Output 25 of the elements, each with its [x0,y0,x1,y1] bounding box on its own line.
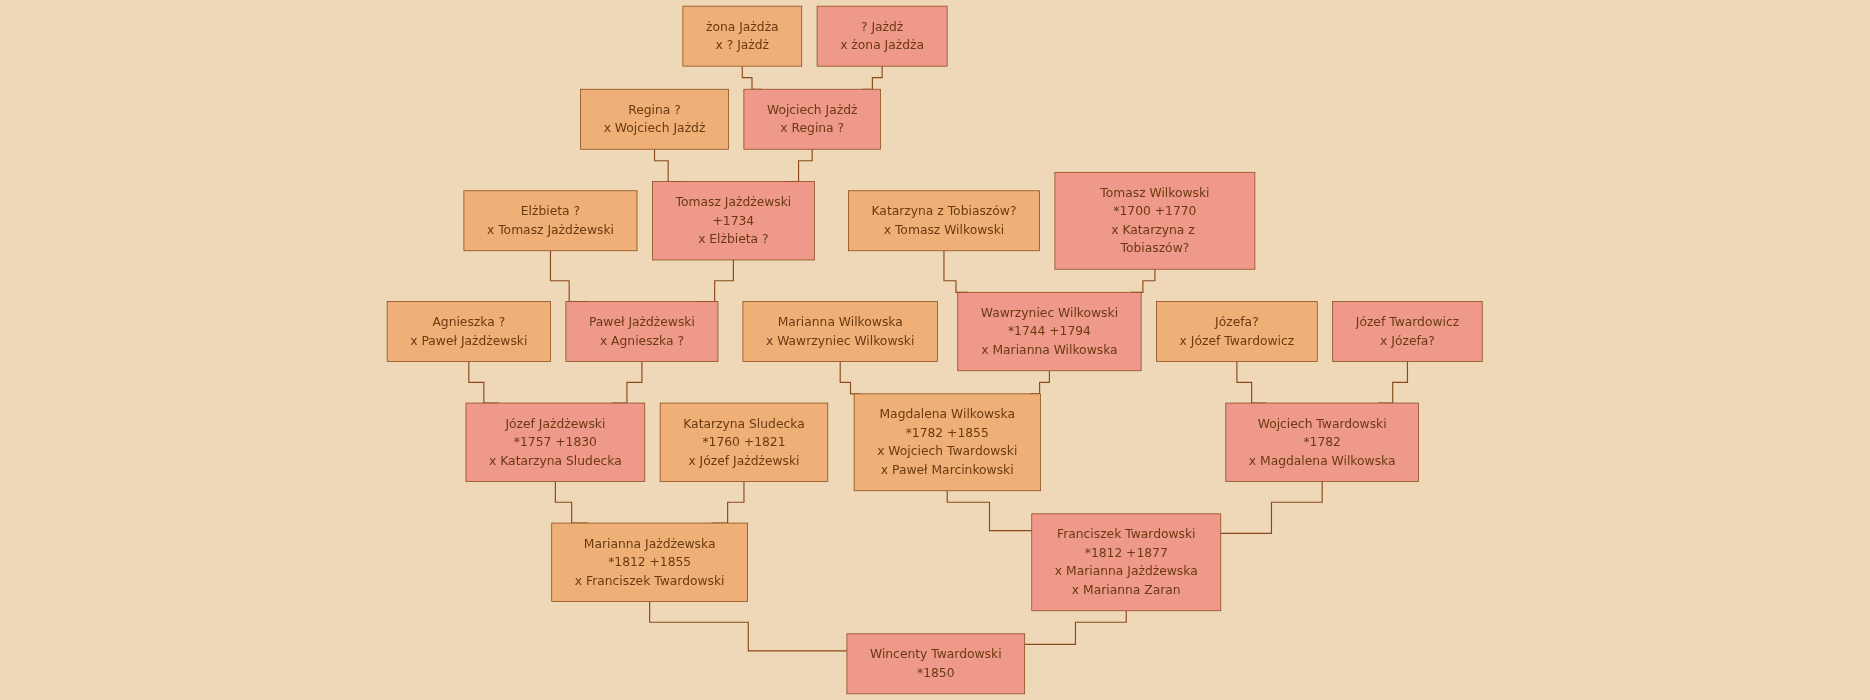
node-box: Wojciech Twardowski *1782 x Magdalena Wilkowska [1225,402,1420,482]
node-box: Wincenty Twardowski *1850 [846,633,1026,695]
node-box: Marianna Wilkowska x Wawrzyniec Wilkowski [742,301,939,362]
node-box: Marianna Jażdżewska *1812 +1855 x Franciszek Twardowski [551,522,749,602]
connector [946,490,1033,532]
node-box: Wawrzyniec Wilkowski *1744 +1794 x Marianna Wilkowska [957,291,1142,372]
node-box: Tomasz Jażdżewski +1734 x Elżbieta ? [652,181,815,261]
node-box: Paweł Jażdżewski x Agnieszka ? [565,301,719,362]
node-box: ? Jażdż x żona Jażdża [817,5,948,67]
connector [1220,480,1324,534]
connector [649,600,848,652]
node-box: Józef Jażdżewski *1757 +1830 x Katarzyna Sludecka [465,402,646,482]
node-box: Tomasz Wilkowski *1700 +1770 x Katarzyna z Tobiaszów? [1054,171,1256,270]
node-box: Wojciech Jażdż x Regina ? [743,88,882,150]
node-box: Agnieszka ? x Paweł Jażdżewski [387,301,552,362]
node-box: Elżbieta ? x Tomasz Jażdżewski [463,190,638,252]
node-box: Regina ? x Wojciech Jażdż [580,88,730,150]
node-box: Katarzyna Sludecka *1760 +1821 x Józef Jażdżewski [660,402,829,482]
connector [1024,610,1128,646]
node-box: żona Jażdża x ? Jażdż [682,5,803,67]
node-box: Katarzyna z Tobiaszów? x Tomasz Wilkowski [848,190,1041,252]
node-box: Józefa? x Józef Twardowicz [1156,301,1318,362]
node-box: Magdalena Wilkowska *1782 +1855 x Wojciech Twardowski x Paweł Marcinkowski [854,393,1042,492]
node-box: Franciszek Twardowski *1812 +1877 x Marianna Jażdżewska x Marianna Zaran [1031,513,1222,612]
node-box: Józef Twardowicz x Józefa? [1332,301,1483,362]
